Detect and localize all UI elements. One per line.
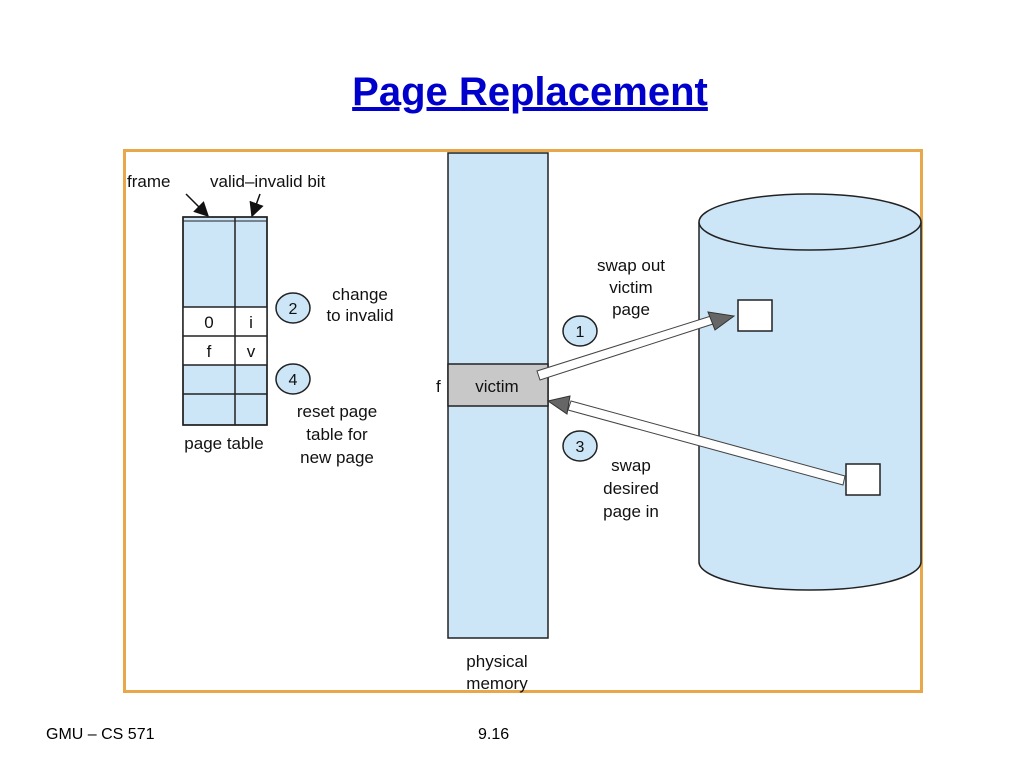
memory-label-line: physical <box>466 652 527 671</box>
disk-victim-page-box <box>737 299 773 332</box>
step-2-badge <box>275 292 311 324</box>
memory-label-line: memory <box>466 674 528 693</box>
slide-title: Page Replacement <box>352 70 708 114</box>
step-1-number: 1 <box>576 324 585 341</box>
step-1-text-line: page <box>612 300 650 319</box>
step-3-badge <box>562 430 598 462</box>
step-3-text-line: swap <box>611 456 651 475</box>
physical-memory-column <box>447 152 549 639</box>
swap-in-arrow <box>546 395 846 486</box>
page-table <box>182 216 268 426</box>
swap-out-arrow <box>536 311 736 381</box>
backing-store-cylinder <box>698 193 922 591</box>
victim-label: victim <box>475 377 518 396</box>
victim-frame-slot <box>447 363 549 407</box>
table-cell-bit: v <box>247 342 256 361</box>
frame-label: frame <box>127 172 170 191</box>
step-2-number: 2 <box>289 301 298 318</box>
step-3-text-line: page in <box>603 502 659 521</box>
disk-desired-page-box <box>845 463 881 496</box>
step-2-text-line: to invalid <box>326 306 393 325</box>
step-4-text-line: table for <box>306 425 368 444</box>
footer-page-number: 9.16 <box>478 726 510 743</box>
valid-invalid-bit-label: valid–invalid bit <box>210 172 326 191</box>
step-1-text-line: victim <box>609 278 652 297</box>
valid-bit-pointer-arrow <box>249 193 264 218</box>
page-table-label: page table <box>184 434 263 453</box>
step-4-text-line: new page <box>300 448 374 467</box>
step-1-badge <box>562 315 598 347</box>
table-cell-frame: f <box>207 342 212 361</box>
step-4-text-line: reset page <box>297 402 377 421</box>
step-4-badge <box>275 363 311 395</box>
frame-pointer-arrow <box>185 193 210 218</box>
victim-frame-label: f <box>436 377 441 396</box>
step-1-text-line: swap out <box>597 256 665 275</box>
step-4-number: 4 <box>289 372 298 389</box>
table-cell-frame: 0 <box>204 313 213 332</box>
step-2-text-line: change <box>332 285 388 304</box>
footer-course: GMU – CS 571 <box>46 726 155 743</box>
step-3-number: 3 <box>576 439 585 456</box>
step-3-text-line: desired <box>603 479 659 498</box>
table-cell-bit: i <box>249 313 253 332</box>
